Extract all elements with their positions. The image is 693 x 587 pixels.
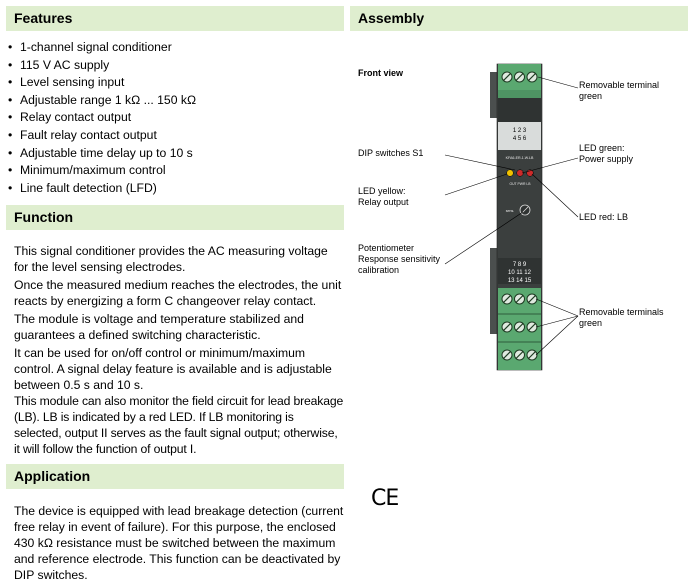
function-heading: Function <box>6 205 344 230</box>
function-paragraph-5: This module can also monitor the field c… <box>14 394 344 456</box>
ce-mark-icon: CE <box>371 486 399 511</box>
feature-item: Adjustable range 1 kΩ ... 150 kΩ <box>8 92 196 110</box>
device-led-texts: OUT PWR LB <box>509 182 531 186</box>
feature-item: 115 V AC supply <box>8 57 196 75</box>
front-view-label: Front view <box>358 68 404 78</box>
led-green-icon <box>516 169 524 177</box>
label-led-red: LED red: LB <box>579 212 629 222</box>
function-paragraph-1: This signal conditioner provides the AC … <box>14 244 328 274</box>
feature-item: Relay contact output <box>8 109 196 127</box>
feature-item: Fault relay contact output <box>8 127 196 145</box>
callout-lines <box>444 76 579 356</box>
device-model: KFA6-ER-1.W.LB <box>506 156 534 160</box>
label-dip-switches: DIP switches S1 <box>358 148 424 158</box>
device-front-view: 1 2 3 4 5 6 KFA6-ER-1.W.LB OUT PWR LB se… <box>444 63 579 371</box>
function-paragraph-2: Once the measured medium reaches the ele… <box>14 278 342 308</box>
device-top-numbers-1: 1 2 3 <box>513 128 527 134</box>
application-paragraph: The device is equipped with lead breakag… <box>14 504 344 582</box>
device-top-numbers-2: 4 5 6 <box>513 136 527 142</box>
features-heading: Features <box>6 6 344 31</box>
device-bottom-numbers-2: 10 11 12 <box>508 270 532 276</box>
top-terminal-screws <box>501 71 538 83</box>
label-led-green: LED green:Power supply <box>579 143 634 164</box>
device-sens-text: sens. <box>506 209 515 213</box>
device-bottom-numbers-3: 13 14 15 <box>508 278 532 284</box>
application-heading: Application <box>6 464 344 489</box>
device-bottom-numbers-1: 7 8 9 <box>513 262 527 268</box>
assembly-heading: Assembly <box>350 6 688 31</box>
function-paragraph-4: It can be used for on/off control or min… <box>14 346 332 392</box>
feature-item: 1-channel signal conditioner <box>8 39 196 57</box>
feature-item: Minimum/maximum control <box>8 162 196 180</box>
led-yellow-icon <box>506 169 514 177</box>
bottom-terminal-screws <box>498 288 541 370</box>
label-led-yellow: LED yellow:Relay output <box>358 186 409 207</box>
feature-item: Adjustable time delay up to 10 s <box>8 145 196 163</box>
feature-item: Level sensing input <box>8 74 196 92</box>
function-paragraph-3: The module is voltage and temperature st… <box>14 312 304 342</box>
feature-item: Line fault detection (LFD) <box>8 180 196 198</box>
features-list: 1-channel signal conditioner115 V AC sup… <box>8 39 196 197</box>
